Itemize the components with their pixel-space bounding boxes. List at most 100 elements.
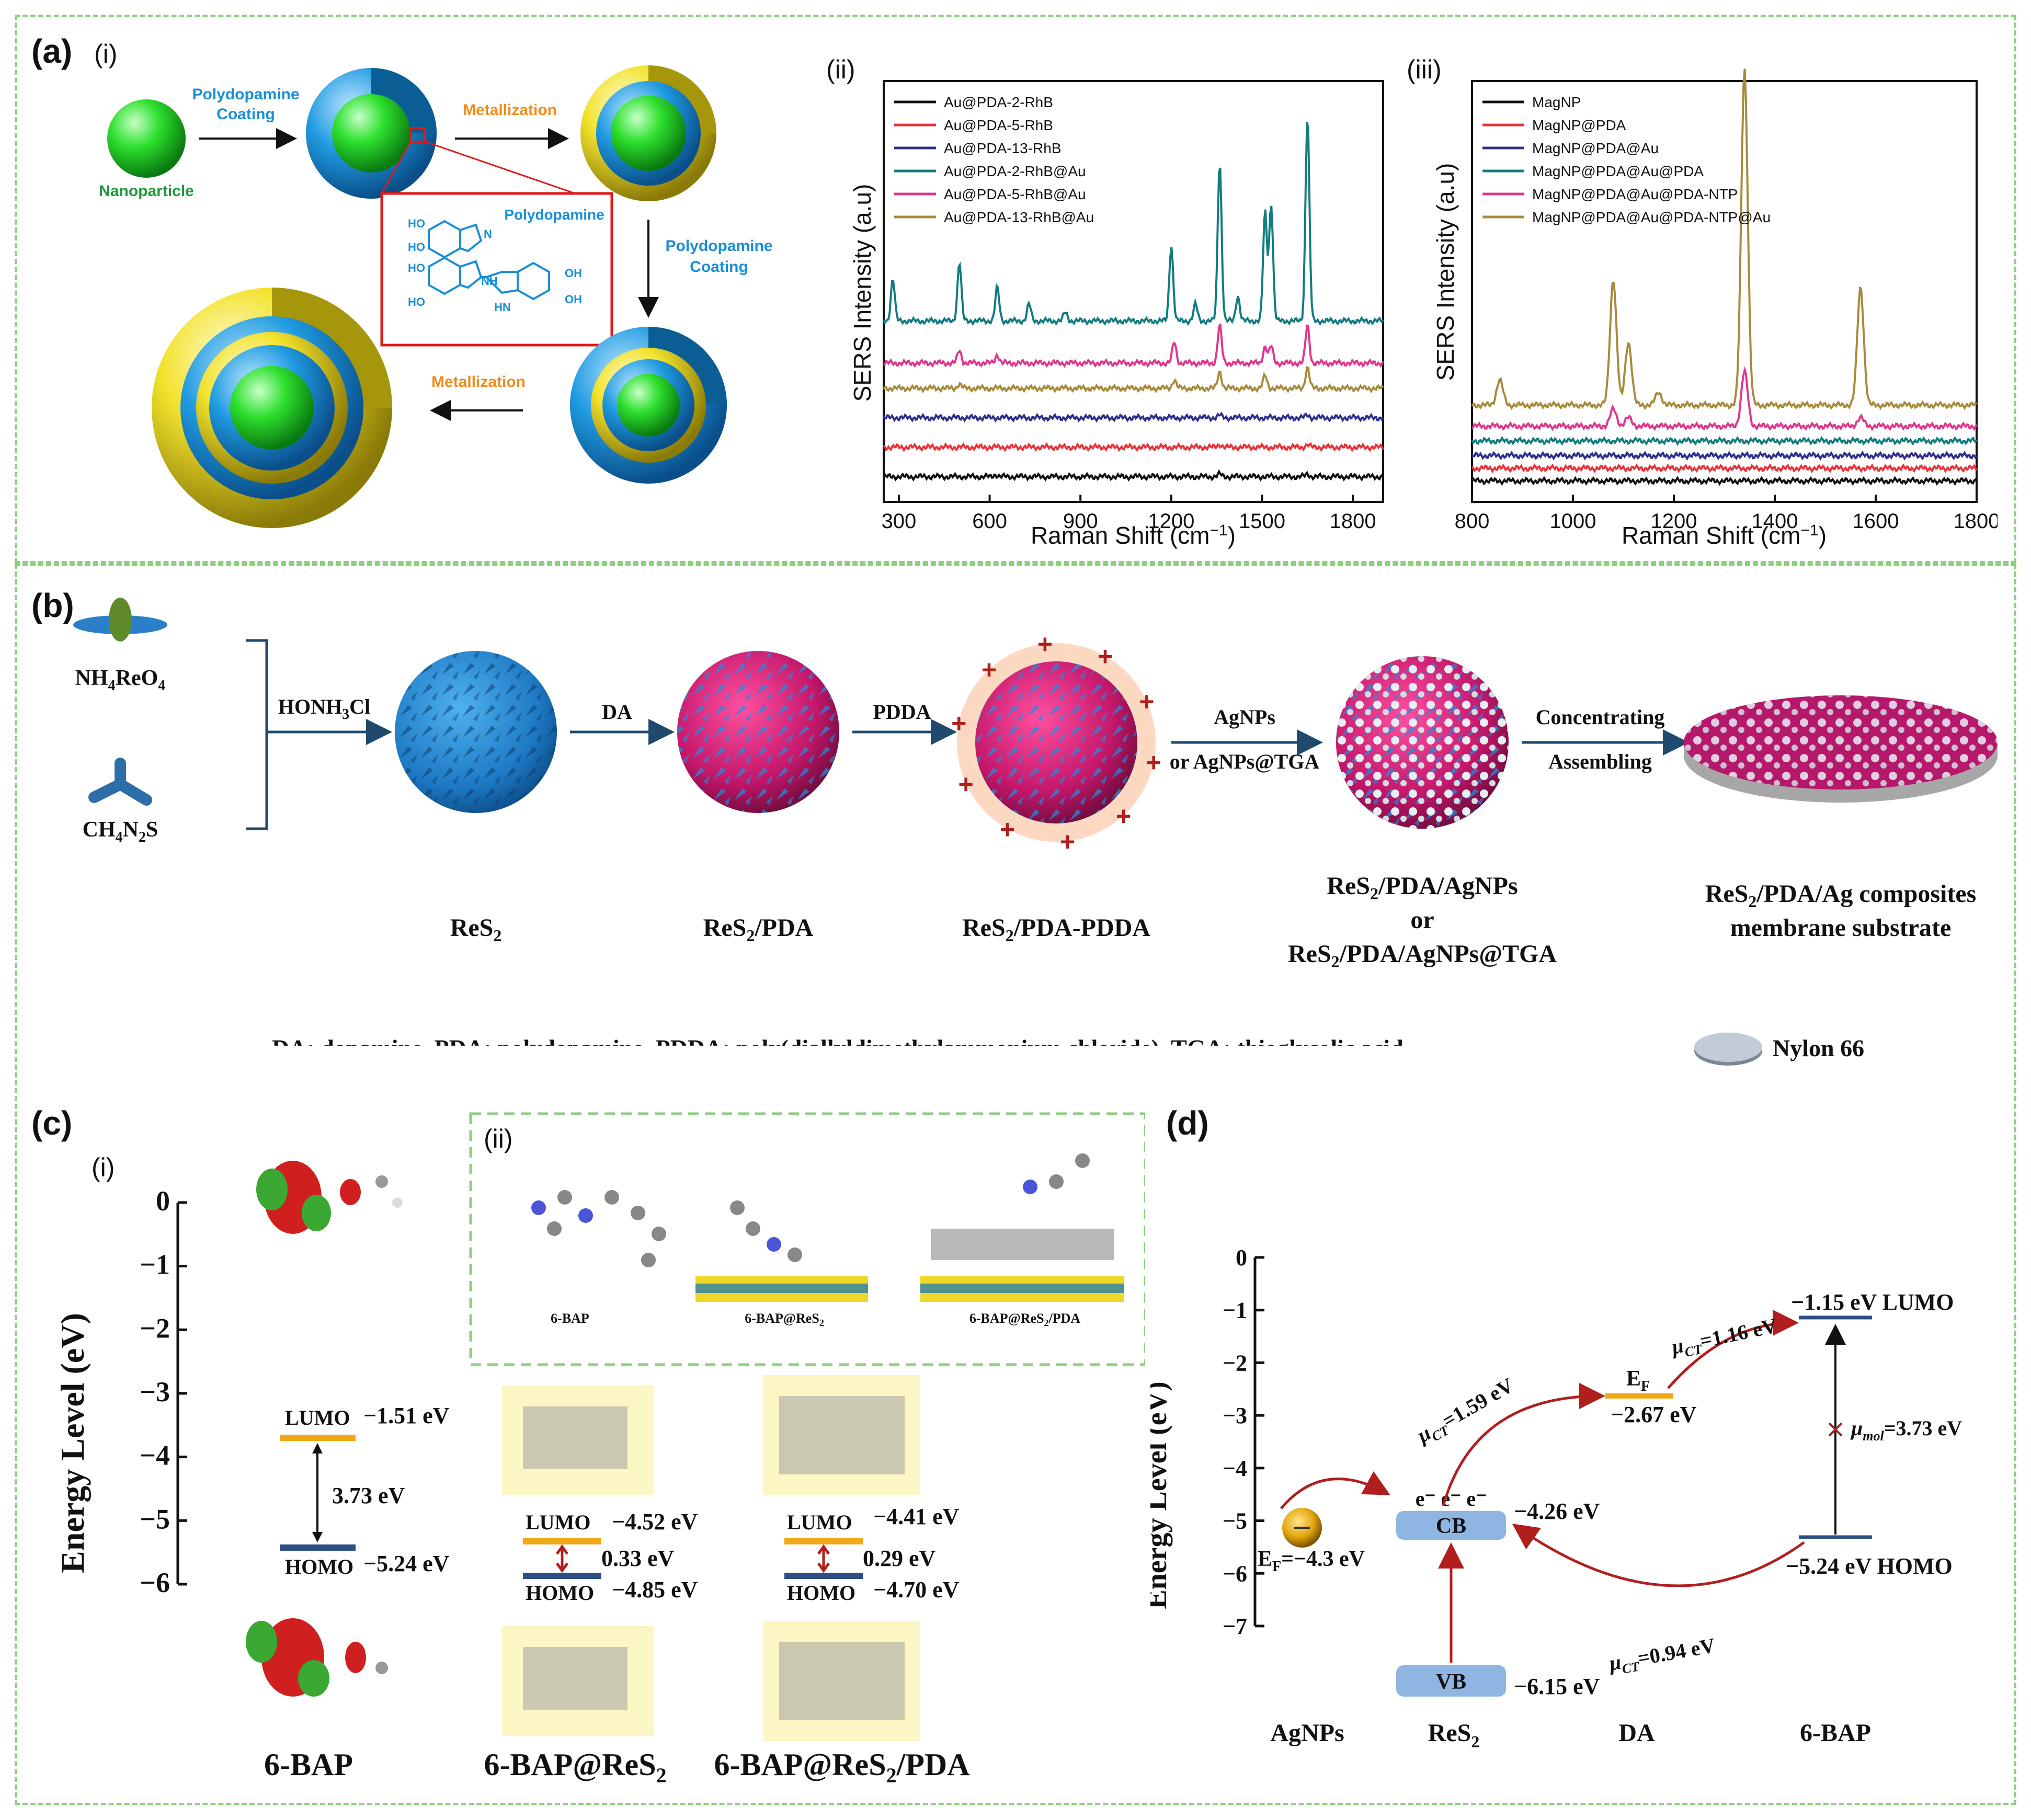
- panel-b-label: (b): [31, 587, 74, 624]
- res2-lumo-image: [502, 1386, 654, 1495]
- arrow-homo-to-cb: [1512, 1524, 1805, 1587]
- au-coated-particle: [580, 65, 716, 201]
- agnps-tga-label: or AgNPs@TGA: [1170, 750, 1320, 773]
- bap-res2-image: [695, 1200, 868, 1302]
- spectrum-line: [883, 365, 1384, 394]
- nylon-legend: Nylon 66: [1694, 1033, 1864, 1066]
- svg-text:HO: HO: [408, 241, 425, 254]
- res2-homo-image: [502, 1626, 654, 1736]
- ct1-label: μCT=1.59 eV: [1412, 1373, 1519, 1451]
- legend-entry: MagNP: [1532, 94, 1581, 110]
- nylon-label: Nylon 66: [1773, 1035, 1864, 1061]
- legend-entry: MagNP@PDA@Au@PDA-NTP: [1532, 186, 1738, 202]
- final-multilayer-particle: [152, 288, 392, 528]
- spectrum-line: [1471, 366, 1978, 431]
- bap-homo-level-label: −5.24 eV HOMO: [1786, 1553, 1953, 1579]
- x-tick-label: 600: [972, 510, 1007, 533]
- y-tick-label: 0: [1236, 1245, 1247, 1270]
- y-tick-label: −5: [1223, 1508, 1247, 1534]
- res2-pda-agnps-tga-label: ReS2/PDA/AgNPs@TGA: [1288, 940, 1557, 971]
- y-tick-label: −3: [1223, 1403, 1247, 1428]
- homo-orbital-image: [246, 1618, 388, 1697]
- spectrum-line: [883, 411, 1384, 423]
- legend-entry: Au@PDA-2-RhB: [944, 94, 1053, 110]
- res2-pda-agnps-label: ReS2/PDA/AgNPs: [1327, 872, 1517, 903]
- res2-pda-lumo-value: −4.41 eV: [873, 1504, 960, 1529]
- y-tick-label: −1: [140, 1249, 170, 1280]
- thiourea-molecule: [88, 758, 152, 806]
- bap-lumo-label: LUMO: [285, 1406, 350, 1429]
- y-tick-label: −1: [1223, 1298, 1247, 1323]
- membrane-label-1: ReS2/PDA/Ag composites: [1705, 880, 1977, 911]
- pda-coated-particle: [306, 68, 437, 199]
- plus-sign: +: [1060, 827, 1075, 856]
- coating-1-label: Polydopamine: [192, 86, 299, 103]
- plus-sign: +: [1146, 748, 1161, 777]
- spectrum-line: [883, 121, 1384, 326]
- x-tick-label: 1200: [1651, 510, 1697, 533]
- inset-bap-res2-label: 6-BAP@ReS2: [745, 1311, 824, 1328]
- lumo-orbital-image: [256, 1161, 403, 1234]
- panel-b-scheme: (b) NH4ReO4 CH4N2S HONH3Cl ReS2 DA ReS2/…: [31, 587, 1998, 1046]
- y-tick-label: −3: [140, 1376, 170, 1407]
- vb-label: VB: [1436, 1670, 1466, 1694]
- spectrum-line: [883, 469, 1384, 482]
- plus-sign: +: [1037, 629, 1053, 659]
- panel-d-ylabel: Energy Level (eV): [1150, 1381, 1173, 1609]
- x-tick-label: 1500: [1239, 510, 1285, 533]
- plus-sign: +: [951, 708, 966, 738]
- bap-homo-value: −5.24 eV: [363, 1551, 450, 1576]
- panel-c-i-label: (i): [92, 1153, 115, 1182]
- panel-d: (d) 0−1−2−3−4−5−6−7 Energy Level (eV) EF…: [1150, 1104, 1962, 1751]
- res2-pda-lumo-label: LUMO: [787, 1510, 852, 1534]
- membrane-substrate: [1684, 695, 1998, 803]
- positive-charges: ++++++++++: [951, 629, 1161, 856]
- svg-text:OH: OH: [565, 267, 582, 280]
- arrow-da-to-lumo: [1667, 1310, 1799, 1389]
- spectrum-line: [883, 323, 1384, 368]
- cb-label: CB: [1436, 1514, 1466, 1538]
- reactant-bracket: [246, 639, 268, 830]
- res2-gap-arrow: [555, 1544, 569, 1573]
- svg-text:HO: HO: [408, 217, 425, 230]
- cb-value: −4.26 eV: [1514, 1498, 1600, 1524]
- res2-label: ReS2: [450, 914, 502, 945]
- panel-c-label: (c): [31, 1104, 72, 1142]
- concentrating-label: Concentrating: [1536, 705, 1665, 729]
- res2-lumo-value: −4.52 eV: [612, 1509, 698, 1535]
- x-tick-label: 300: [882, 510, 917, 533]
- res2-pda-label: ReS2/PDA: [703, 914, 814, 945]
- da-label: DA: [602, 700, 632, 724]
- nh4reo4-molecule: [73, 598, 167, 642]
- pda-au-pda-particle: [570, 327, 727, 484]
- agnps-label: AgNPs: [1214, 705, 1275, 729]
- chart-ii-xlabel: Raman Shift (cm−1): [1031, 522, 1236, 549]
- assembling-label: Assembling: [1548, 750, 1652, 773]
- legend-entry: Au@PDA-13-RhB@Au: [944, 209, 1094, 225]
- ct2-label: μCT=1.16 eV: [1669, 1313, 1780, 1363]
- svg-text:HO: HO: [408, 261, 425, 274]
- nanoparticle-label: Nanoparticle: [99, 182, 194, 200]
- chart-iii-ylabel: SERS Intensity (a.u): [1432, 163, 1459, 381]
- res2-gap-value: 0.33 eV: [601, 1546, 675, 1571]
- metallization-2-label: Metallization: [431, 373, 526, 391]
- ct3-label: μCT=0.94 eV: [1606, 1633, 1718, 1679]
- res2-homo-value: −4.85 eV: [612, 1577, 698, 1602]
- panel-a-i-label: (i): [94, 39, 117, 68]
- cb-electrons: e⁻ e⁻ e⁻: [1416, 1487, 1487, 1510]
- panel-c-ylabel: Energy Level (eV): [54, 1313, 91, 1573]
- panel-c: (c) (i) 0−1−2−3−4−5−6 Energy Level (eV) …: [31, 1104, 1145, 1787]
- pdda-label: PDDA: [873, 700, 931, 724]
- d-x-res2: ReS2: [1428, 1719, 1480, 1751]
- d-x-bap: 6-BAP: [1800, 1719, 1871, 1747]
- x-tick-label: 800: [1455, 510, 1490, 533]
- x-tick-label: 1000: [1550, 510, 1596, 533]
- panel-a-label: (a): [31, 32, 72, 70]
- res2-pda-homo-label: HOMO: [787, 1581, 855, 1605]
- res2-pda-pdda-label: ReS2/PDA-PDDA: [962, 914, 1150, 945]
- x-tick-label: 1800: [1330, 510, 1376, 533]
- forbidden-cross: [1828, 1422, 1843, 1437]
- y-tick-label: −6: [140, 1567, 170, 1598]
- membrane-label-2: membrane substrate: [1730, 914, 1952, 942]
